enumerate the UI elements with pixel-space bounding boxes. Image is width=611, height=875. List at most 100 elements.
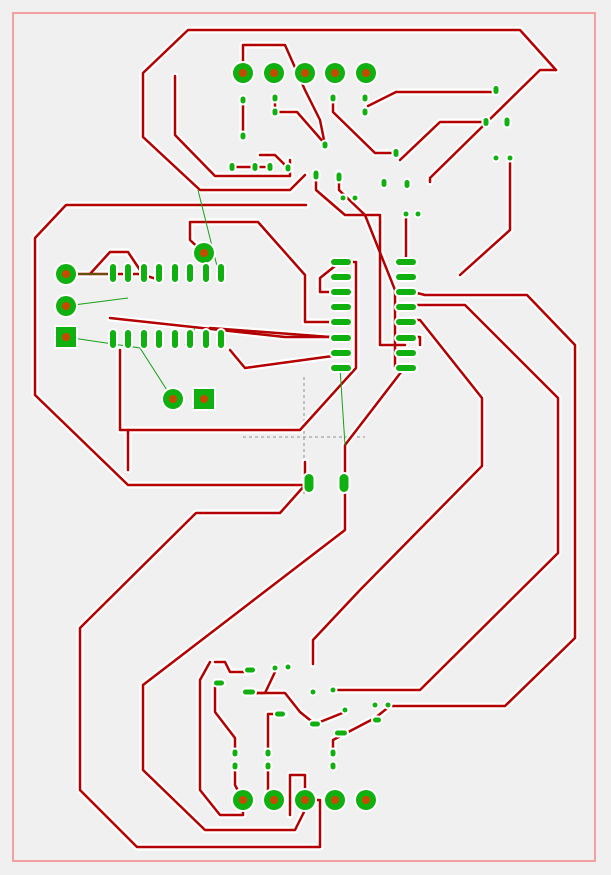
smd-pad bbox=[313, 170, 319, 180]
smd-pad bbox=[310, 689, 316, 695]
header-lower-pad-square bbox=[192, 387, 216, 411]
trace bbox=[331, 303, 560, 692]
soic-left-pin-bottom bbox=[110, 330, 116, 348]
soic-center-pin-right bbox=[396, 259, 416, 265]
trace bbox=[314, 173, 407, 347]
single-pad bbox=[192, 241, 216, 265]
soic-center-pin-right bbox=[396, 304, 416, 310]
trace bbox=[118, 260, 358, 432]
header-bottom-pad bbox=[293, 788, 317, 812]
soic-center-pin-right bbox=[396, 365, 416, 371]
trace bbox=[331, 96, 398, 155]
smd-pad bbox=[267, 163, 273, 171]
smd-pad bbox=[285, 164, 291, 172]
soic-left-pin-top bbox=[172, 264, 178, 282]
soic-center-pin-right bbox=[396, 335, 416, 341]
trace bbox=[213, 660, 252, 674]
smd-pad bbox=[352, 195, 358, 201]
smd-pad bbox=[336, 172, 342, 182]
soic-left-pin-bottom bbox=[203, 330, 209, 348]
board-outline bbox=[12, 12, 596, 862]
soic-left-pin-bottom bbox=[187, 330, 193, 348]
smd-pad bbox=[335, 730, 347, 736]
trace bbox=[398, 120, 488, 162]
smd-pad bbox=[330, 749, 336, 757]
soic-center-pin-left bbox=[331, 350, 351, 356]
trace bbox=[198, 660, 245, 817]
soic-left-pin-top bbox=[187, 264, 193, 282]
trace bbox=[366, 90, 398, 108]
trace bbox=[188, 220, 342, 324]
smd-pad bbox=[362, 94, 368, 102]
header-left-pad bbox=[54, 294, 78, 318]
soic-left-pin-bottom bbox=[141, 330, 147, 348]
smd-pad bbox=[493, 155, 499, 161]
soic-left-pin-bottom bbox=[125, 330, 131, 348]
trace bbox=[141, 483, 347, 832]
ratsnest-line bbox=[339, 367, 346, 446]
soic-left-pin-top bbox=[110, 264, 116, 282]
smd-pad bbox=[330, 687, 336, 693]
smd-pad bbox=[229, 163, 235, 171]
smd-pad bbox=[330, 762, 336, 770]
smd-pad bbox=[245, 667, 255, 673]
smd-pad bbox=[265, 749, 271, 757]
soic-left-pin-top bbox=[125, 264, 131, 282]
header-bottom-pad bbox=[262, 788, 286, 812]
header-bottom-pad bbox=[354, 788, 378, 812]
trace bbox=[273, 96, 327, 146]
smd-pad bbox=[272, 94, 278, 102]
trace bbox=[311, 318, 484, 666]
trace bbox=[228, 348, 342, 370]
header-top-pad bbox=[354, 61, 378, 85]
smd-pad bbox=[330, 94, 336, 102]
smd-pad bbox=[404, 180, 410, 188]
soic-center-pin-left bbox=[331, 304, 351, 310]
capacitor-pad bbox=[304, 474, 314, 492]
soic-center-pin-right bbox=[396, 289, 416, 295]
header-bottom-pad bbox=[231, 788, 255, 812]
smd-pad bbox=[275, 711, 285, 717]
smd-pad bbox=[507, 155, 513, 161]
soic-center-pin-right bbox=[396, 319, 416, 325]
header-top-pad bbox=[262, 61, 286, 85]
soic-center-pin-right bbox=[396, 350, 416, 356]
trace bbox=[33, 203, 308, 487]
smd-pad bbox=[272, 665, 278, 671]
soic-left-pin-bottom bbox=[218, 330, 224, 348]
header-top-pad bbox=[293, 61, 317, 85]
soic-left-pin-bottom bbox=[156, 330, 162, 348]
smd-pad bbox=[385, 702, 391, 708]
header-bottom-pad bbox=[323, 788, 347, 812]
soic-center-pin-right bbox=[396, 274, 416, 280]
soic-center-pin-left bbox=[331, 335, 351, 341]
component-pads bbox=[54, 61, 515, 812]
smd-pad bbox=[285, 664, 291, 670]
trace bbox=[248, 691, 317, 726]
soic-left-pin-top bbox=[156, 264, 162, 282]
smd-pad bbox=[393, 149, 399, 157]
smd-pad bbox=[493, 86, 499, 94]
header-top-pad bbox=[323, 61, 347, 85]
trace bbox=[331, 704, 392, 752]
smd-pad bbox=[265, 762, 271, 770]
header-lower-pad bbox=[161, 387, 185, 411]
trace bbox=[213, 683, 237, 750]
smd-pad bbox=[310, 721, 320, 727]
smd-pad bbox=[322, 141, 328, 149]
header-top-pad bbox=[231, 61, 255, 85]
cursor-crosshair bbox=[243, 377, 365, 497]
smd-pad bbox=[340, 195, 346, 201]
header-left-pad bbox=[54, 262, 78, 286]
capacitor-pad bbox=[339, 474, 349, 492]
soic-left-pin-top bbox=[203, 264, 209, 282]
soic-left-pin-top bbox=[218, 264, 224, 282]
smd-pad bbox=[403, 211, 409, 217]
trace bbox=[78, 483, 322, 849]
smd-pad bbox=[372, 702, 378, 708]
smd-pad bbox=[415, 211, 421, 217]
smd-pad bbox=[504, 117, 510, 127]
header-left-pad-square bbox=[54, 325, 78, 349]
trace bbox=[208, 326, 332, 339]
